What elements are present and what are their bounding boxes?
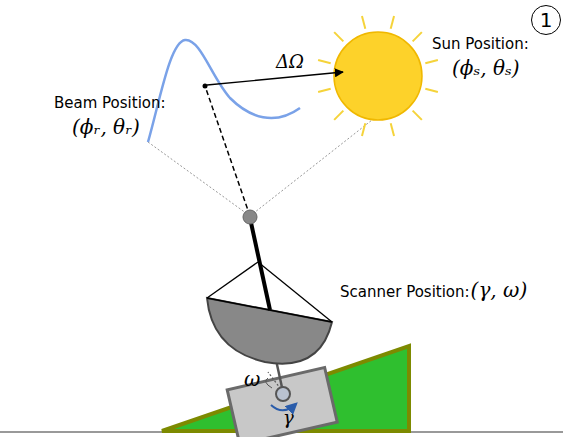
callout-number: 1 <box>540 10 553 30</box>
sun <box>318 16 438 136</box>
sun-ray <box>362 16 365 29</box>
scanner-base <box>227 367 337 437</box>
beam-axis <box>205 86 250 216</box>
solid-angle: ΔΩ <box>276 52 304 72</box>
callout-circle: 1 <box>531 5 561 35</box>
sun-ray <box>425 89 438 92</box>
scanner-coords: (γ, ω) <box>471 279 528 301</box>
feed-arm <box>250 218 270 310</box>
beam-coords: (ϕᵣ, θᵣ) <box>72 116 140 138</box>
scanner-label: Scanner Position: <box>340 284 470 301</box>
omega-arc <box>266 378 272 388</box>
sun-ray <box>413 111 422 120</box>
sun-ray <box>425 60 438 63</box>
sun-ray <box>334 111 343 120</box>
dish-strut <box>207 262 258 298</box>
sun-ray <box>362 123 365 136</box>
sun-ray <box>318 60 331 63</box>
beam-label: Beam Position: <box>54 95 166 112</box>
sun-coords: (ϕₛ, θₛ) <box>452 57 519 79</box>
sun-ray <box>413 32 422 41</box>
dish-strut <box>258 262 332 322</box>
sun-label: Sun Position: <box>432 36 529 53</box>
sun-ray <box>334 32 343 41</box>
angle-symbol: ω <box>244 368 260 390</box>
sun-ray <box>318 89 331 92</box>
beam-edge <box>148 142 250 216</box>
sun-disc <box>334 32 422 120</box>
beam-edge <box>250 120 372 216</box>
sun-ray <box>391 123 394 136</box>
offset-arrow <box>207 72 343 85</box>
sun-ray <box>391 16 394 29</box>
angle-symbol: γ <box>283 408 294 428</box>
feed-pivot <box>243 210 257 224</box>
azimuth-pivot <box>276 387 290 401</box>
beam-dot <box>203 84 208 89</box>
